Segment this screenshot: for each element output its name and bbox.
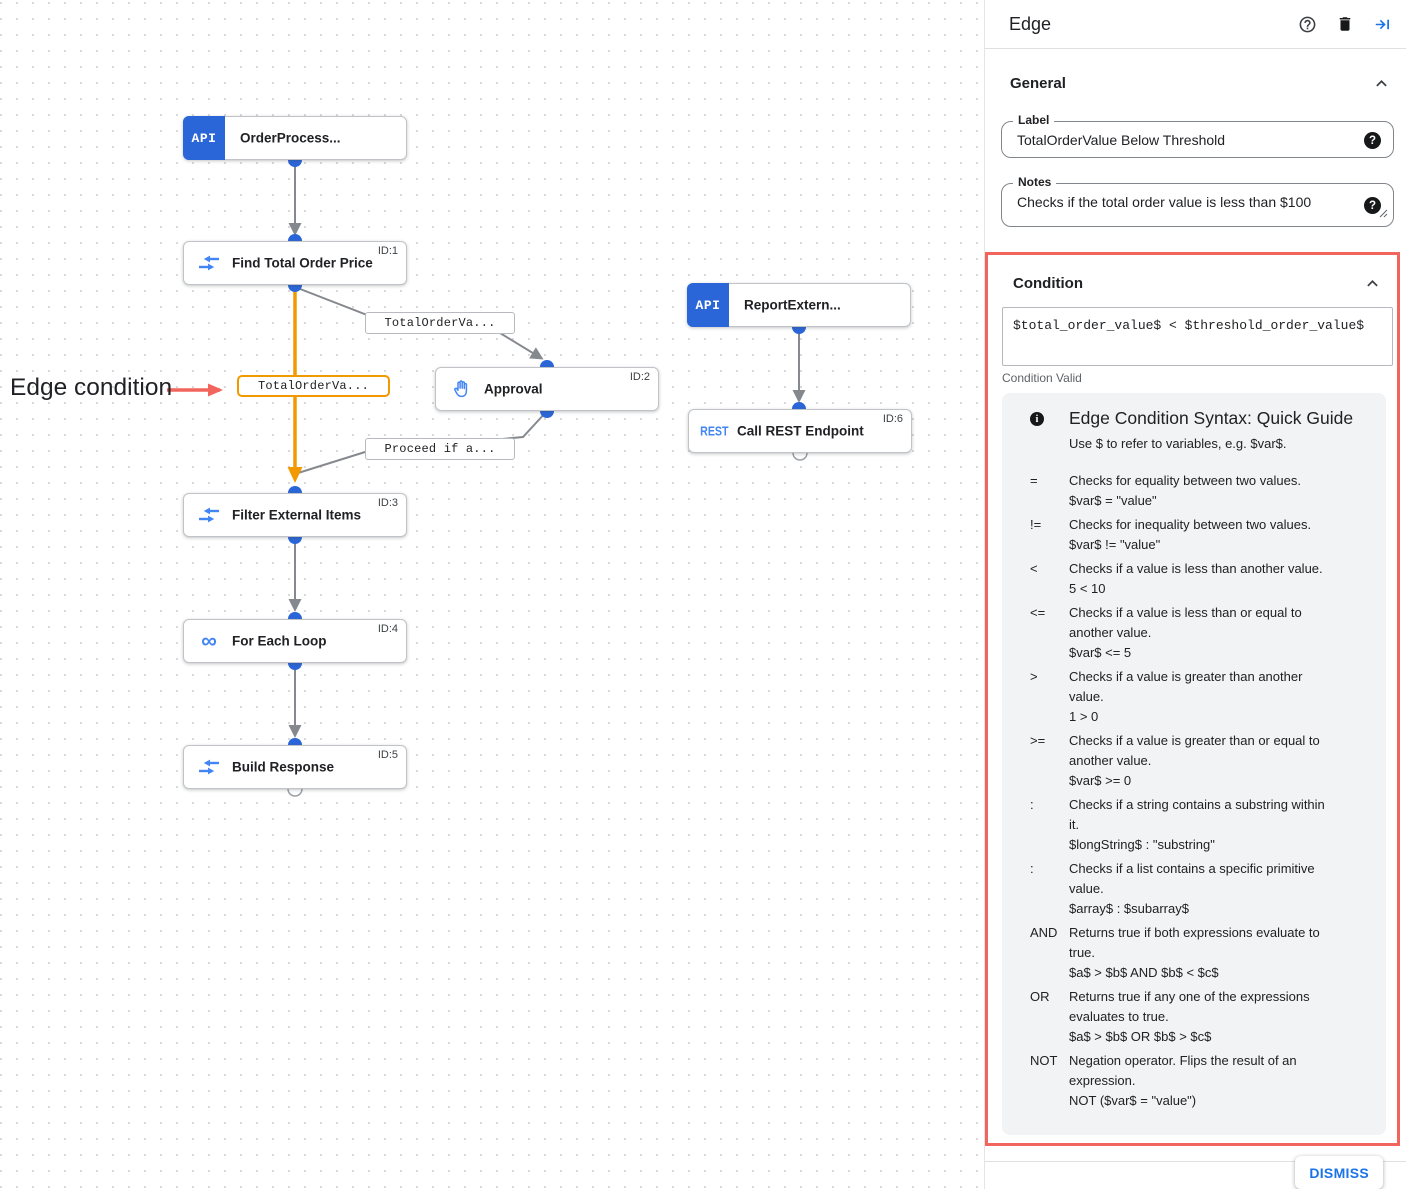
label-help-icon[interactable]: ? [1364, 132, 1381, 149]
node-id-badge: ID:3 [377, 497, 398, 509]
info-icon: i [1030, 412, 1044, 426]
guide-intro: Use $ to refer to variables, e.g. $var$. [1069, 436, 1287, 451]
guide-row: <Checks if a value is less than another … [1030, 561, 1323, 596]
node-reportextern-trigger[interactable]: API ReportExtern... [687, 283, 911, 327]
notes-field-caption: Notes [1013, 175, 1057, 189]
node-title: Approval [484, 381, 543, 397]
general-heading: General [1010, 75, 1066, 92]
api-trigger-icon: API [687, 283, 729, 327]
label-field-value[interactable]: TotalOrderValue Below Threshold [1017, 132, 1226, 148]
node-title: Build Response [232, 759, 335, 775]
node-for-each-loop[interactable]: ∞ For Each Loop ID:4 [183, 619, 407, 663]
node-title: Find Total Order Price [232, 255, 373, 271]
flow-edges [167, 153, 808, 797]
dismiss-button[interactable]: DISMISS [1295, 1156, 1383, 1189]
footer-divider [985, 1161, 1406, 1162]
approval-hand-icon [447, 379, 475, 400]
node-id-badge: ID:6 [882, 413, 903, 425]
guide-row: >Checks if a value is greater than anoth… [1030, 669, 1303, 724]
panel-title: Edge [1009, 13, 1052, 34]
node-title: Call REST Endpoint [737, 423, 864, 439]
node-title: OrderProcess... [240, 130, 341, 146]
guide-row: <=Checks if a value is less than or equa… [1030, 605, 1302, 660]
condition-heading: Condition [1013, 275, 1083, 292]
help-icon[interactable] [1298, 15, 1317, 34]
guide-row: =Checks for equality between two values.… [1030, 473, 1301, 508]
notes-field-value[interactable]: Checks if the total order value is less … [1017, 194, 1312, 210]
node-id-badge: ID:2 [629, 371, 650, 383]
node-id-badge: ID:5 [377, 749, 398, 761]
node-title: For Each Loop [232, 633, 327, 649]
label-field-caption: Label [1013, 113, 1055, 127]
loop-icon: ∞ [201, 628, 217, 653]
condition-section-highlighted: Condition $total_order_value$ < $thresho… [985, 252, 1400, 1146]
flow-canvas[interactable]: API OrderProcess... Find Total Order Pri… [0, 0, 984, 1189]
condition-expression-input[interactable]: $total_order_value$ < $threshold_order_v… [1002, 307, 1393, 366]
notes-help-icon[interactable]: ? [1364, 197, 1381, 214]
label-field[interactable]: Label TotalOrderValue Below Threshold ? [1001, 113, 1394, 158]
node-title: ReportExtern... [744, 297, 841, 313]
chevron-up-icon[interactable] [1362, 273, 1383, 294]
collapse-panel-icon[interactable] [1373, 15, 1392, 34]
condition-valid-status: Condition Valid [1002, 371, 1082, 385]
edge-label-proceed-if[interactable]: Proceed if a... [365, 438, 515, 460]
guide-row: :Checks if a string contains a substring… [1030, 797, 1325, 852]
node-find-total-order-price[interactable]: Find Total Order Price ID:1 [183, 241, 407, 285]
data-mapping-icon [195, 759, 223, 775]
node-call-rest-endpoint[interactable]: REST Call REST Endpoint ID:6 [688, 409, 912, 453]
node-id-badge: ID:1 [377, 245, 398, 257]
node-orderprocess-trigger[interactable]: API OrderProcess... [183, 116, 407, 160]
edge-config-panel: Edge General Label TotalOrderValue Below… [984, 0, 1406, 1189]
guide-title: Edge Condition Syntax: Quick Guide [1069, 408, 1354, 428]
api-trigger-icon: API [183, 116, 225, 160]
node-id-badge: ID:4 [377, 623, 398, 635]
annotation-edge-condition: Edge condition [10, 374, 173, 401]
panel-footer: DISMISS [985, 1146, 1406, 1189]
node-build-response[interactable]: Build Response ID:5 [183, 745, 407, 789]
guide-row: :Checks if a list contains a specific pr… [1030, 861, 1315, 916]
node-title: Filter External Items [232, 507, 362, 523]
edge-label-totalordervalue-selected[interactable]: TotalOrderVa... [237, 375, 390, 397]
notes-field[interactable]: Notes Checks if the total order value is… [1001, 175, 1394, 227]
condition-syntax-guide: i Edge Condition Syntax: Quick Guide Use… [1002, 393, 1386, 1135]
data-mapping-icon [195, 507, 223, 523]
guide-row: !=Checks for inequality between two valu… [1030, 517, 1312, 552]
resize-handle-icon[interactable] [1379, 205, 1388, 223]
delete-icon[interactable] [1336, 15, 1354, 33]
data-mapping-icon [195, 255, 223, 271]
panel-header: Edge [985, 0, 1406, 49]
node-approval[interactable]: Approval ID:2 [435, 367, 659, 411]
rest-task-icon: REST [699, 423, 729, 439]
chevron-up-icon[interactable] [1371, 73, 1392, 94]
edge-label-totalordervalue-approval[interactable]: TotalOrderVa... [365, 312, 515, 334]
node-filter-external-items[interactable]: Filter External Items ID:3 [183, 493, 407, 537]
general-section: General Label TotalOrderValue Below Thre… [985, 49, 1406, 227]
guide-row: >=Checks if a value is greater than or e… [1030, 733, 1320, 788]
